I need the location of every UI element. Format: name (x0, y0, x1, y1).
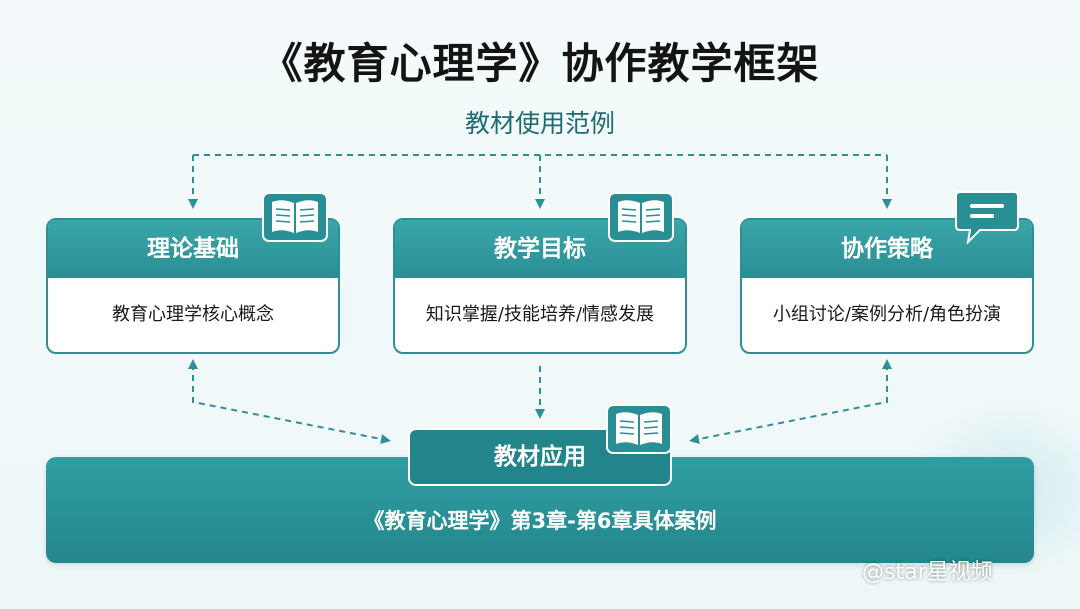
connector-strategy-application (689, 359, 892, 444)
page-title: 《教育心理学》协作教学框架 (260, 39, 820, 88)
card-strategy-content: 小组讨论/案例分析/角色扮演 (772, 304, 1002, 325)
book-icon (606, 404, 672, 454)
application-content: 《教育心理学》第3章-第6章具体案例 (363, 509, 717, 533)
card-theory-basis: 理论基础 教育心理学核心概念 (46, 218, 340, 354)
page-subtitle: 教材使用范例 (464, 109, 615, 138)
card-goals-content: 知识掌握/技能培养/情感发展 (425, 304, 655, 325)
chat-bubble-icon (955, 191, 1019, 245)
card-theory-content: 教育心理学核心概念 (112, 304, 274, 325)
book-icon (608, 192, 674, 242)
book-icon (262, 192, 328, 242)
connector-theory-application (188, 359, 391, 444)
watermark: @star星视频 (862, 560, 993, 585)
